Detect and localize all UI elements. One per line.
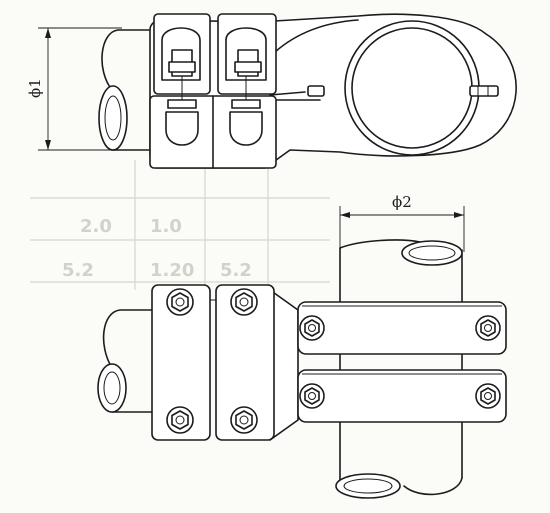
phi1-label: ϕ1 xyxy=(26,78,44,98)
top-view: ϕ1 xyxy=(26,13,517,169)
top-pipe xyxy=(98,29,159,151)
horizontal-pipe xyxy=(97,309,153,413)
ghost-table: 2.0 1.0 5.2 1.20 5.2 xyxy=(30,160,330,290)
vertical-pipe xyxy=(335,239,463,499)
hex-bolts xyxy=(166,288,501,434)
hex-bolt-icon xyxy=(475,315,501,341)
bottom-clamp-blocks xyxy=(151,284,275,441)
strap-plates xyxy=(297,301,507,423)
ghost-cell: 1.0 xyxy=(150,216,182,237)
hex-bolt-icon xyxy=(299,315,325,341)
ghost-cell: 1.20 xyxy=(150,260,194,281)
top-clamp-blocks xyxy=(149,13,277,169)
phi2-dimension: ϕ2 xyxy=(339,193,465,252)
bottom-view: ϕ2 xyxy=(97,193,507,499)
hex-bolt-icon xyxy=(230,406,258,434)
phi2-label: ϕ2 xyxy=(392,193,412,211)
hex-bolt-icon xyxy=(166,406,194,434)
ghost-cell: 2.0 xyxy=(80,216,112,237)
hex-bolt-icon xyxy=(475,383,501,409)
hex-bolt-icon xyxy=(299,383,325,409)
ghost-cell: 5.2 xyxy=(220,260,252,281)
ghost-cell: 5.2 xyxy=(62,260,94,281)
phi1-dimension: ϕ1 xyxy=(26,27,122,151)
hex-bolt-icon xyxy=(230,288,258,316)
hex-bolt-icon xyxy=(166,288,194,316)
